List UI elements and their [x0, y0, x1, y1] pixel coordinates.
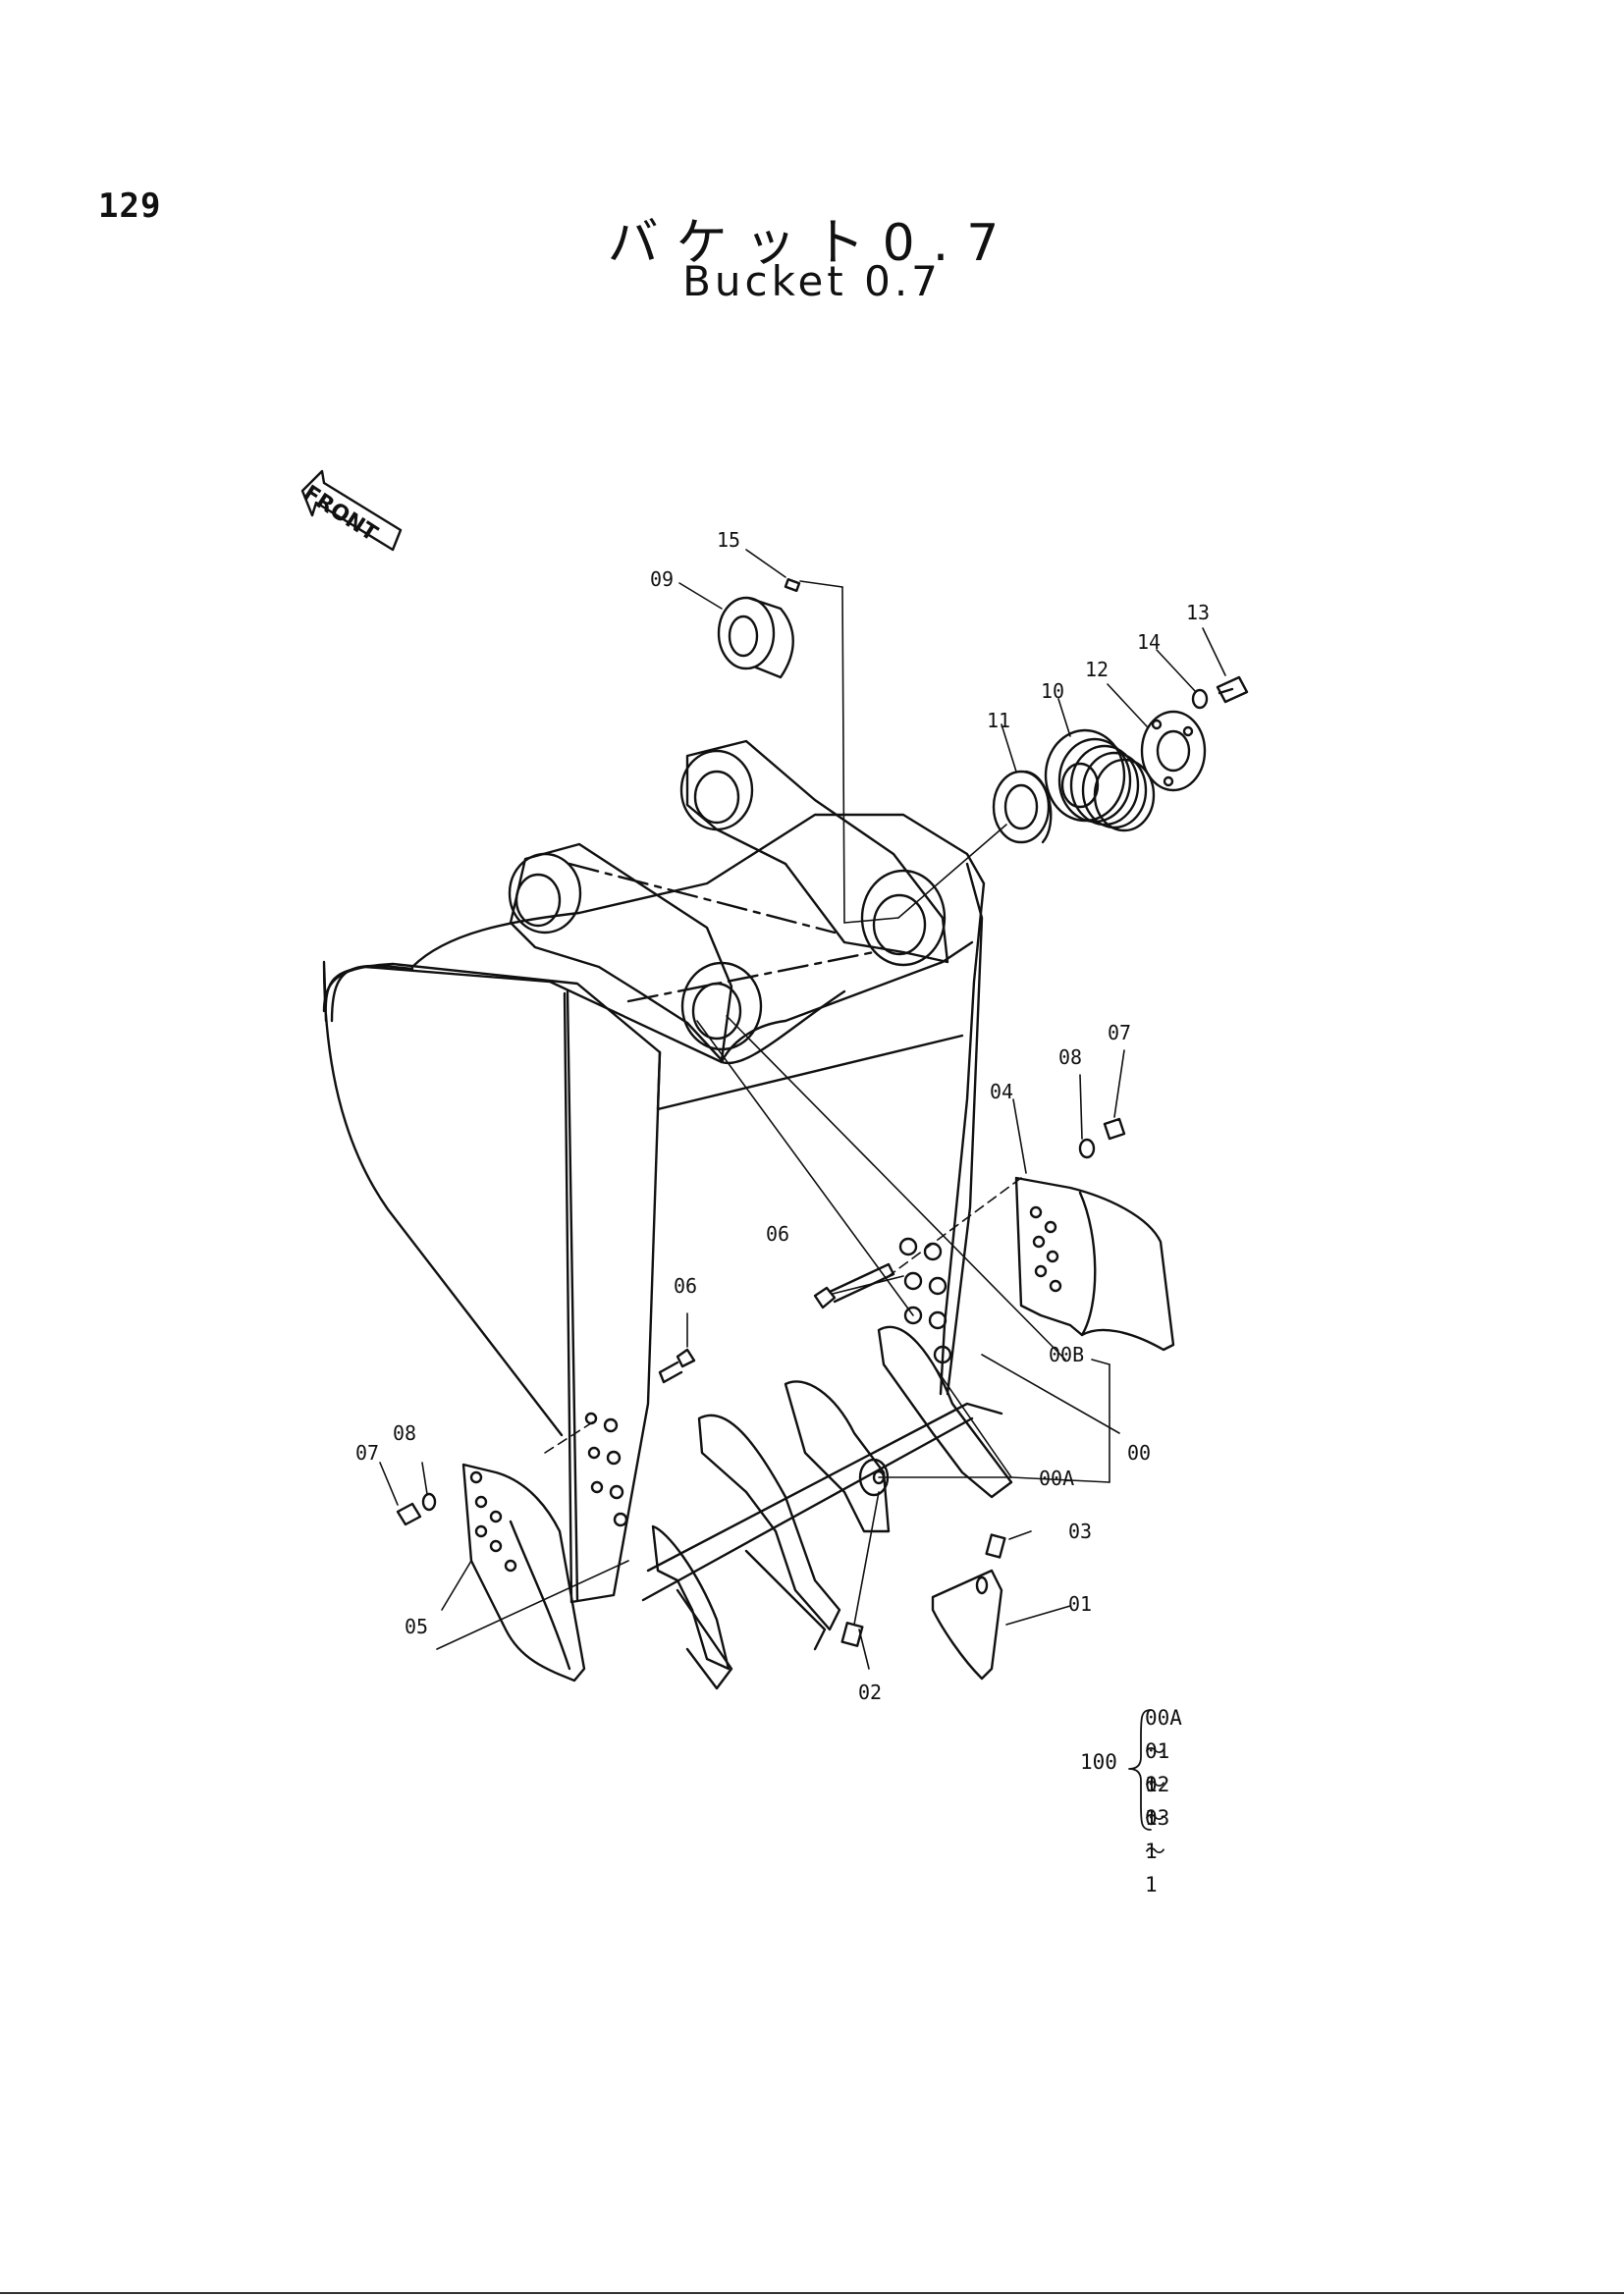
legend-qty: 1	[1145, 1773, 1158, 1796]
page-number: 129	[98, 187, 162, 226]
bucket-body	[322, 739, 1003, 1604]
bottom-rule	[0, 2292, 1624, 2294]
part-07-nut-left	[396, 1502, 422, 1526]
label-15: 15	[717, 528, 741, 552]
label-06-upper: 06	[766, 1222, 790, 1246]
legend-part: 02	[1145, 1773, 1170, 1796]
part-08-washer-right	[1078, 1138, 1096, 1159]
part-09-boss	[717, 596, 794, 679]
label-07-left: 07	[355, 1441, 380, 1465]
part-01-tooth	[931, 1569, 1003, 1681]
legend-qty: 1	[1145, 1840, 1158, 1863]
tilde-icon: ～	[1145, 1806, 1165, 1830]
label-12: 12	[1085, 658, 1110, 681]
label-04: 04	[990, 1080, 1014, 1103]
label-10: 10	[1041, 679, 1065, 703]
legend-qty: 1	[1145, 1873, 1158, 1896]
label-03: 03	[1068, 1520, 1093, 1543]
front-arrow-icon	[300, 469, 403, 552]
part-07-nut-right	[1103, 1117, 1126, 1141]
label-13: 13	[1186, 601, 1211, 624]
legend-row: 00A ～ 1	[1145, 1701, 1182, 1796]
part-13-bolt	[1216, 675, 1249, 704]
legend-rows: 00A ～ 1 01 ～ 1 02 ～ 1 03 ～ 1	[1145, 1701, 1182, 1896]
label-00: 00	[1127, 1441, 1152, 1465]
label-11: 11	[987, 709, 1011, 732]
part-03-lock	[985, 1533, 1006, 1559]
title-japanese: バケット0.7	[607, 214, 1017, 273]
part-08-washer-left	[421, 1492, 437, 1512]
label-14: 14	[1137, 630, 1162, 654]
leader-lines	[379, 549, 1226, 1670]
part-15-pin	[784, 577, 801, 593]
legend-part: 00A	[1145, 1706, 1182, 1730]
tilde-icon: ～	[1145, 1840, 1165, 1863]
label-07-right: 07	[1108, 1021, 1132, 1044]
part-06-bolt-upper	[813, 1262, 895, 1309]
part-11-shim	[992, 770, 1053, 844]
legend-qty: 1	[1145, 1806, 1158, 1830]
part-06-bolt-lower	[658, 1348, 696, 1384]
label-09: 09	[650, 567, 675, 591]
label-08-right: 08	[1058, 1045, 1083, 1069]
legend-brace	[1128, 1709, 1152, 1831]
part-02-pin	[840, 1622, 864, 1647]
label-01: 01	[1068, 1592, 1093, 1616]
legend-part: 01	[1145, 1739, 1170, 1763]
part-04-side-cutter	[1014, 1176, 1175, 1352]
legend-row: 03 ～ 1	[1145, 1801, 1182, 1896]
tilde-icon: ～	[1145, 1773, 1165, 1796]
legend-part: 03	[1145, 1806, 1170, 1830]
label-06-lower: 06	[674, 1274, 698, 1298]
part-12-plate	[1140, 710, 1207, 792]
legend-row: 02 ～ 1	[1145, 1768, 1182, 1863]
label-08-left: 08	[393, 1421, 417, 1445]
label-00B: 00B	[1049, 1343, 1085, 1366]
legend-set-number: 100	[1080, 1750, 1117, 1774]
label-00A: 00A	[1039, 1467, 1075, 1490]
label-02: 02	[858, 1681, 883, 1704]
bucket-teeth	[651, 1325, 1013, 1690]
title-english: Bucket 0.7	[682, 257, 942, 305]
part-14-washer	[1191, 688, 1209, 710]
legend-row: 01 ～ 1	[1145, 1735, 1182, 1830]
tilde-icon: ～	[1145, 1739, 1165, 1763]
label-05: 05	[405, 1615, 429, 1638]
part-05-side-cutter	[461, 1463, 586, 1682]
part-10-spring	[1044, 728, 1156, 832]
